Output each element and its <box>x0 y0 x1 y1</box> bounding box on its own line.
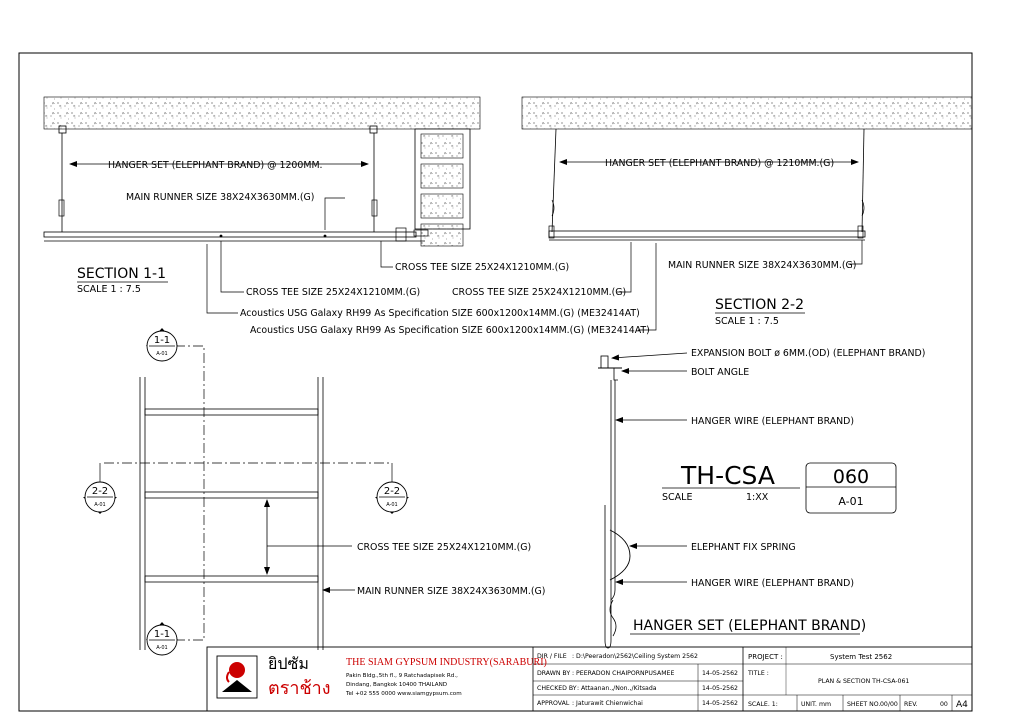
drawn-value: : PEERADON CHAIPORNPUSAMEE <box>572 670 674 677</box>
company-name: THE SIAM GYPSUM INDUSTRY(SARABURI) <box>346 657 547 668</box>
approval-label: APPROVAL <box>537 700 570 707</box>
paper-size: A4 <box>956 700 968 710</box>
plan-cross-tee-2 <box>144 491 319 499</box>
concrete-slab-1 <box>43 96 481 130</box>
main-runner-1 <box>43 231 417 238</box>
drawing-number: 060 <box>833 466 869 488</box>
hanger-detail: EXPANSION BOLT ø 6MM.(OD) (ELEPHANT BRAN… <box>598 348 925 649</box>
title-label: TITLE : <box>747 670 769 677</box>
section2-hanger-right <box>861 128 865 233</box>
section1-acoustics-label: Acoustics USG Galaxy RH99 As Specificati… <box>240 308 640 319</box>
detail-hanger-wire-2-label: HANGER WIRE (ELEPHANT BRAND) <box>691 578 854 589</box>
elephant-logo-icon <box>222 662 252 692</box>
approval-value: : Jaturawit Chienwichai <box>572 700 643 707</box>
section1-hanger-label: HANGER SET (ELEPHANT BRAND) @ 1200MM. <box>108 160 323 171</box>
marker-1-1-top: 1-1 A-01 <box>146 328 178 362</box>
company-address-1: Pakin Bldg.,5th fl., 9 Ratchadapisek Rd.… <box>346 673 458 679</box>
section1-cross-tee-left-label: CROSS TEE SIZE 25X24X1210MM.(G) <box>246 287 420 298</box>
section-1-1: HANGER SET (ELEPHANT BRAND) @ 1200MM. MA… <box>43 96 640 319</box>
section2-scale: SCALE 1 : 7.5 <box>715 316 779 327</box>
detail-expansion-bolt-label: EXPANSION BOLT ø 6MM.(OD) (ELEPHANT BRAN… <box>691 348 925 359</box>
plan-main-runner-label: MAIN RUNNER SIZE 38X24X3630MM.(G) <box>357 586 545 597</box>
elephant-logo-frame <box>216 655 258 699</box>
detail-fix-spring-label: ELEPHANT FIX SPRING <box>691 542 796 553</box>
company-address-3: Tel +02 555 0000 www.siamgypsum.com <box>345 691 462 697</box>
project-value: System Test 2562 <box>830 653 892 661</box>
dir-value: : D:\Peeradon\2562\Ceiling System 2562 <box>572 653 698 660</box>
svg-text:A-01: A-01 <box>156 351 167 357</box>
svg-text:2-2: 2-2 <box>92 486 108 497</box>
section2-hanger-left <box>551 128 557 233</box>
title-block: ยิปซัม ตราช้าง THE SIAM GYPSUM INDUSTRY(… <box>206 646 973 712</box>
marker-2-2-right: 2-2 A-01 <box>375 463 409 514</box>
concrete-slab-2 <box>521 96 973 130</box>
rev-value: 00 <box>940 701 948 708</box>
section2-acoustics-label: Acoustics USG Galaxy RH99 As Specificati… <box>250 325 650 336</box>
company-address-2: Dindang, Bangkok 10400 THAILAND <box>346 682 447 688</box>
drawing-code-scale-label: SCALE <box>662 492 692 503</box>
plan-cross-tee-label: CROSS TEE SIZE 25X24X1210MM.(G) <box>357 542 531 553</box>
unit-label: UNIT. mm <box>801 701 831 708</box>
drawn-label: DRAWN BY <box>537 670 570 677</box>
marker-2-2-left: 2-2 A-01 <box>83 463 117 514</box>
svg-text:2-2: 2-2 <box>384 486 400 497</box>
dir-label: DIR / FILE <box>537 653 567 660</box>
section1-cross-tee-right-label: CROSS TEE SIZE 25X24X1210MM.(G) <box>395 262 569 273</box>
drawing-code-scale-value: 1:XX <box>746 492 769 503</box>
sheet-value: 00/00 <box>880 701 898 708</box>
sheet-border <box>18 52 973 712</box>
detail-title: HANGER SET (ELEPHANT BRAND) <box>633 618 866 634</box>
section2-hanger-label: HANGER SET (ELEPHANT BRAND) @ 1210MM.(G) <box>605 158 834 169</box>
plan-view: CROSS TEE SIZE 25X24X1210MM.(G) MAIN RUN… <box>83 328 545 656</box>
detail-hanger-wire-1-label: HANGER WIRE (ELEPHANT BRAND) <box>691 416 854 427</box>
svg-text:1-1: 1-1 <box>154 629 170 640</box>
title-value: PLAN & SECTION TH-CSA-061 <box>818 678 909 685</box>
main-runner-2 <box>548 230 866 238</box>
section1-title: SECTION 1-1 <box>77 266 166 282</box>
fix-spring <box>609 529 631 581</box>
marker-1-1-bottom: 1-1 A-01 <box>146 622 178 656</box>
section1-main-runner-label: MAIN RUNNER SIZE 38X24X3630MM.(G) <box>126 192 314 203</box>
project-label: PROJECT : <box>748 653 783 661</box>
section1-scale: SCALE 1 : 7.5 <box>77 284 141 295</box>
detail-bolt-angle-label: BOLT ANGLE <box>691 367 749 378</box>
checked-label: CHECKED BY <box>537 685 577 692</box>
scale-label: SCALE. 1: <box>748 701 778 708</box>
svg-text:A-01: A-01 <box>94 502 105 508</box>
rev-label: REV. <box>904 701 918 708</box>
section-2-2: HANGER SET (ELEPHANT BRAND) @ 1210MM.(G)… <box>250 96 973 336</box>
sheet-label: SHEET NO. <box>847 701 880 708</box>
company-thai-name-1: ยิปซัม <box>268 654 309 673</box>
plan-cross-tee-1 <box>144 408 319 416</box>
svg-text:1-1: 1-1 <box>154 335 170 346</box>
drawn-date: 14-05-2562 <box>702 670 738 677</box>
company-thai-name-2: ตราช้าง <box>268 678 331 699</box>
svg-text:A-01: A-01 <box>386 502 397 508</box>
drawing-sheet-ref: A-01 <box>838 495 863 508</box>
section2-cross-tee-label: CROSS TEE SIZE 25X24X1210MM.(G) <box>452 287 626 298</box>
drawing-code-title: TH-CSA <box>680 461 775 490</box>
checked-date: 14-05-2562 <box>702 685 738 692</box>
drawing-code: TH-CSA SCALE 1:XX 060 A-01 <box>662 461 897 514</box>
plan-cross-tee-3 <box>144 575 319 583</box>
approval-date: 14-05-2562 <box>702 700 738 707</box>
checked-value: : Attaanan.,/Non.,/Kitsada <box>577 685 657 692</box>
section2-main-runner-label: MAIN RUNNER SIZE 38X24X3630MM.(G) <box>668 260 856 271</box>
svg-text:A-01: A-01 <box>156 645 167 651</box>
section2-title: SECTION 2-2 <box>715 297 804 313</box>
